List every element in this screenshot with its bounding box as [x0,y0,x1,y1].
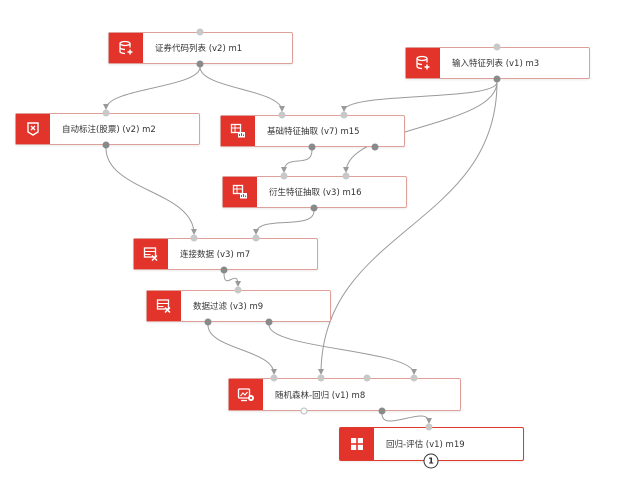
node-label: 基础特征抽取 (v7) m15 [267,127,360,137]
table-transform-icon [147,291,181,321]
feature-extract-icon [223,177,257,207]
count-badge[interactable]: 1 [423,453,439,469]
edge-m3-m16[interactable] [343,81,498,173]
output-port[interactable] [265,318,273,326]
node-m2[interactable]: 自动标注(股票) (v2) m2 [15,113,200,145]
database-add-icon [406,48,440,78]
output-port[interactable] [204,318,212,326]
node-m9[interactable]: 数据过滤 (v3) m9 [146,290,331,322]
edge-m15-m16[interactable] [281,149,313,173]
input-port[interactable] [410,374,418,382]
edge-m7-m9[interactable] [223,272,241,287]
node-label: 随机森林-回归 (v1) m8 [275,390,366,401]
edge-m8-m19[interactable] [381,413,432,424]
input-port[interactable] [252,234,260,242]
feature-extract-icon [221,116,255,146]
table-transform-icon [134,239,168,269]
input-port[interactable] [196,28,204,36]
node-label: 证券代码列表 (v2) m1 [155,44,243,54]
input-port[interactable] [363,374,371,382]
node-m7[interactable]: 连接数据 (v3) m7 [133,238,318,270]
auto-label-icon [16,114,50,144]
edge-m9-m8[interactable] [207,324,277,375]
node-m16[interactable]: 衍生特征抽取 (v3) m16 [222,176,407,208]
edge-m3-m15[interactable] [341,81,498,112]
evaluate-grid-icon [340,428,374,460]
edge-m9-m8[interactable] [268,324,417,375]
node-m3[interactable]: 输入特征列表 (v1) m3 [405,47,590,79]
node-label: 自动标注(股票) (v2) m2 [62,125,156,135]
node-m8[interactable]: 随机森林-回归 (v1) m8 [228,378,461,411]
input-port[interactable] [278,111,286,119]
edge-m1-m2[interactable] [103,66,201,110]
output-port[interactable] [371,143,379,151]
output-port[interactable] [300,407,308,415]
input-port[interactable] [190,234,198,242]
node-label: 回归-评估 (v1) m19 [386,440,465,450]
node-label: 数据过滤 (v3) m9 [193,302,264,312]
output-port[interactable] [308,143,316,151]
output-port[interactable] [493,75,501,83]
input-port[interactable] [425,423,433,431]
node-m1[interactable]: 证券代码列表 (v2) m1 [108,32,293,64]
node-m15[interactable]: 基础特征抽取 (v7) m15 [220,115,405,147]
node-label: 连接数据 (v3) m7 [180,250,251,260]
output-port[interactable] [310,204,318,212]
node-label: 衍生特征抽取 (v3) m16 [269,188,362,198]
database-add-icon [109,33,143,63]
edge-m16-m7[interactable] [253,210,315,235]
edge-m1-m15[interactable] [199,66,285,112]
model-train-icon [229,379,263,410]
input-port[interactable] [493,43,501,51]
edge-m2-m7[interactable] [105,147,197,235]
node-label: 输入特征列表 (v1) m3 [452,59,540,69]
input-port[interactable] [102,109,110,117]
output-port[interactable] [378,407,386,415]
output-port[interactable] [220,266,228,274]
output-port[interactable] [102,141,110,149]
input-port[interactable] [317,374,325,382]
input-port[interactable] [340,111,348,119]
input-port[interactable] [280,172,288,180]
input-port[interactable] [270,374,278,382]
output-port[interactable] [196,60,204,68]
input-port[interactable] [342,172,350,180]
input-port[interactable] [234,286,242,294]
